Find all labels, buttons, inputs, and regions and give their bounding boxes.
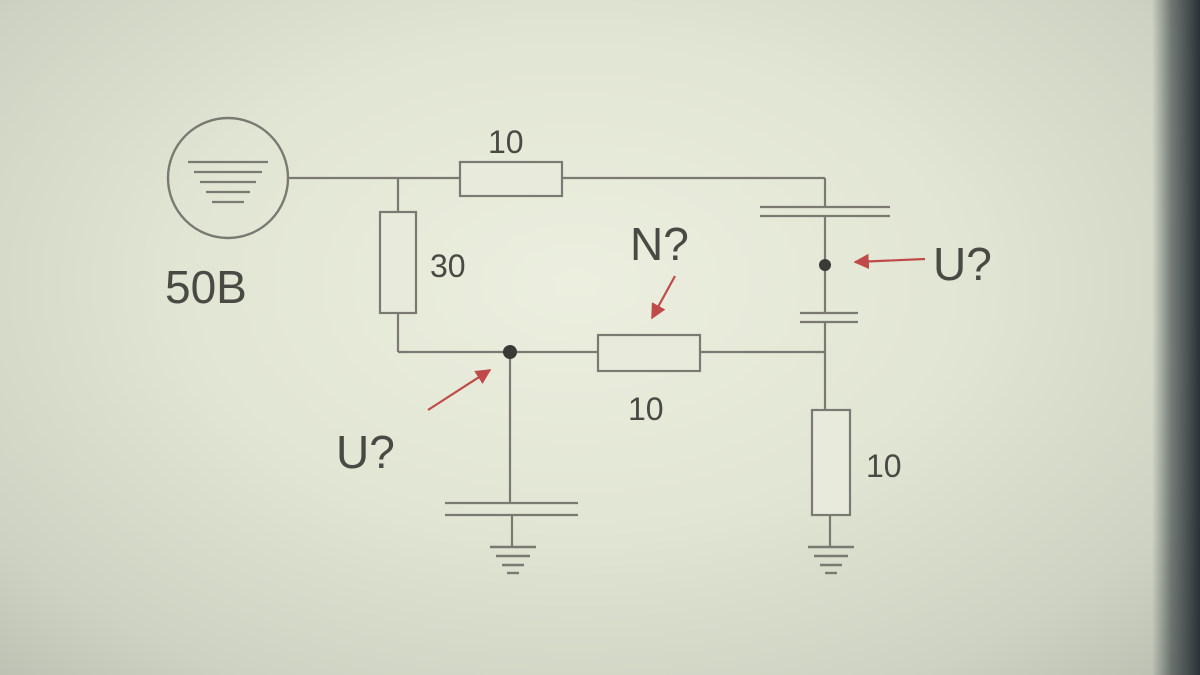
resistor-vertical-right <box>810 408 852 517</box>
resistor-middle-value: 10 <box>628 391 664 427</box>
capacitor-top-right <box>760 205 890 218</box>
ground-right-icon <box>808 545 854 575</box>
current-label: N? <box>630 218 689 270</box>
arrow-voltage-left-icon <box>427 369 492 411</box>
capacitor-bottom-left <box>445 501 578 517</box>
ground-left-icon <box>490 545 536 575</box>
node-right <box>819 259 831 271</box>
voltage-source-icon <box>166 116 290 240</box>
arrow-voltage-right-icon <box>853 253 926 270</box>
resistor-top <box>458 160 564 198</box>
voltage-left-label: U? <box>336 426 395 478</box>
resistor-left-value: 30 <box>430 248 466 284</box>
capacitor-mid-right <box>800 311 858 324</box>
source-lines-icon <box>188 160 268 204</box>
voltage-right-label: U? <box>933 238 992 290</box>
resistor-middle <box>596 333 702 373</box>
resistor-vertical-left <box>378 210 418 315</box>
desk-edge <box>1152 0 1200 675</box>
node-left <box>503 345 517 359</box>
resistor-top-value: 10 <box>488 124 524 160</box>
voltage-source <box>166 116 290 240</box>
arrow-current-icon <box>651 275 676 320</box>
wires <box>287 176 832 547</box>
resistor-right-value: 10 <box>866 448 902 484</box>
source-label: 50В <box>165 261 247 313</box>
